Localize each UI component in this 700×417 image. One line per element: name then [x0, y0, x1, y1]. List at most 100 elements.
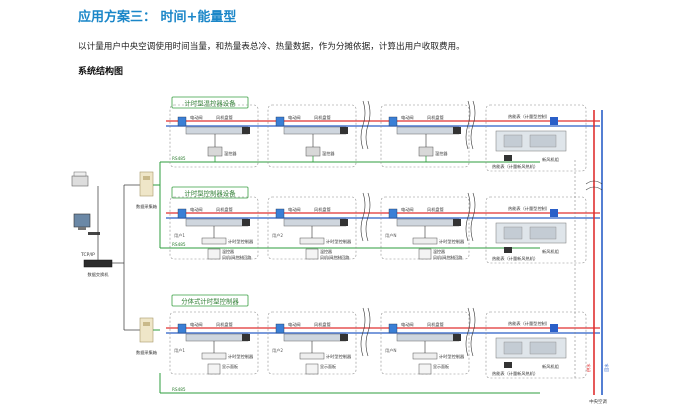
thermostat-fan-valve-label: 风机/阀控制回路 — [222, 254, 251, 260]
user-label: 用户2 — [272, 232, 283, 239]
description-text: 以计量用户中央空调使用时间当量，和热量表总冷、热量数据，作为分摊依据，计算出用户… — [78, 42, 465, 52]
rs485-label: RS485 — [172, 242, 186, 247]
fan-coil-label: 风机盘管 — [216, 114, 233, 121]
timer-controller-icon — [201, 237, 227, 245]
meter-main-label: 热能表（计量型控制） — [508, 205, 550, 212]
valve-label: 电动阀 — [401, 114, 414, 121]
rs485-label: RS485 — [172, 156, 186, 161]
meter-main-label: 热能表（计量型控制） — [508, 113, 550, 120]
fan-coil-unit-icon — [283, 126, 347, 135]
metering-zone-box — [485, 104, 587, 172]
user-label: 用户1 — [174, 347, 185, 354]
thermostat-label: 温控器 — [435, 150, 448, 157]
meter-main-label: 热能表（计量型控制） — [508, 320, 550, 327]
user-zone-box — [169, 196, 259, 260]
user-zone-box — [169, 311, 259, 375]
group-label: 计时型控制器设备 — [184, 189, 236, 198]
break-mark — [465, 307, 471, 357]
user-label: 用户N — [385, 347, 397, 354]
user-zone-box — [380, 196, 470, 260]
valve-label: 电动阀 — [190, 321, 203, 328]
valve-label: 电动阀 — [288, 206, 301, 213]
break-mark — [365, 100, 371, 150]
ahu-section-icon — [503, 134, 523, 148]
central-ac-label: 中央空调 — [589, 398, 607, 405]
timer-controller-label: 计时型控制器 — [326, 238, 352, 245]
thermostat-fan-valve-label: 风机/阀控制回路 — [320, 254, 349, 260]
ahu-section-icon — [529, 134, 557, 148]
fan-coil-unit-icon — [283, 218, 347, 227]
electric-valve-icon — [275, 323, 285, 334]
ahu-label: 新风机组 — [542, 248, 559, 255]
thermostat-icon — [418, 146, 434, 157]
valve-label: 电动阀 — [190, 114, 203, 121]
fan-coil-unit-icon — [396, 333, 460, 342]
fan-coil-label: 风机盘管 — [427, 206, 444, 213]
metering-zone-box — [485, 196, 587, 264]
electric-valve-icon — [177, 323, 187, 334]
break-mark — [365, 307, 371, 357]
user-zone-box — [169, 104, 259, 168]
panel-icon — [418, 363, 432, 375]
rs485-label: RS485 — [172, 387, 186, 392]
break-mark — [360, 192, 366, 242]
group-label: 计时型温控器设备 — [184, 99, 236, 108]
fan-coil-label: 风机盘管 — [314, 321, 331, 328]
meter-icon — [504, 362, 512, 368]
fan-coil-label: 风机盘管 — [427, 114, 444, 121]
group-label-box — [171, 294, 249, 307]
thermostat-label: 温控器 — [224, 150, 237, 157]
valve-label: 电动阀 — [190, 206, 203, 213]
break-mark — [465, 100, 471, 150]
collector-label: 数据采集箱 — [136, 203, 157, 210]
heat-meter-icon — [550, 209, 558, 217]
ahu-section-icon — [503, 341, 523, 355]
printer-tray-icon — [73, 171, 87, 177]
display-panel-label: 显示面板 — [222, 363, 238, 369]
meter-icon — [504, 247, 512, 253]
break-mark — [470, 100, 476, 150]
fan-coil-unit-icon — [283, 333, 347, 342]
fan-coil-unit-icon — [396, 218, 460, 227]
electric-valve-icon — [388, 208, 398, 219]
thermostat-fan-valve-label: 风机/阀控制回路 — [433, 254, 462, 260]
panel-icon — [305, 248, 319, 260]
user-zone-box — [380, 104, 470, 168]
thermostat-icon — [305, 146, 321, 157]
timer-controller-label: 计时型控制器 — [228, 353, 254, 360]
data-collector-box — [139, 171, 154, 197]
user-label: 用户1 — [174, 232, 185, 239]
fan-coil-end-icon — [242, 219, 250, 226]
user-label: 用户2 — [272, 347, 283, 354]
fan-coil-unit-icon — [185, 126, 249, 135]
ahu-label: 新风机组 — [542, 363, 559, 370]
panel-icon — [207, 363, 221, 375]
collector-display-icon — [143, 322, 150, 326]
metering-zone-box — [485, 311, 587, 379]
switch-label: 数据交换机 — [88, 271, 110, 278]
timer-controller-icon — [299, 237, 325, 245]
heat-meter-icon — [550, 324, 558, 332]
page-title: 应用方案三： 时间+能量型 — [78, 10, 237, 25]
fan-coil-label: 风机盘管 — [427, 321, 444, 328]
electric-valve-icon — [177, 208, 187, 219]
group-label: 分体式计时型控制器 — [181, 297, 239, 306]
panel-icon — [207, 248, 221, 260]
monitor-stand-icon — [78, 227, 86, 230]
meter-ahu-label: 热能表（计量新风热机） — [492, 163, 538, 170]
fan-coil-label: 风机盘管 — [314, 114, 331, 121]
user-zone-box — [380, 311, 470, 375]
supply-label: 供水 — [585, 363, 592, 372]
valve-label: 电动阀 — [401, 321, 414, 328]
thermostat-fan-valve-label: 温控器 — [222, 248, 234, 254]
timer-controller-icon — [299, 352, 325, 360]
electric-valve-icon — [388, 323, 398, 334]
printer-icon — [71, 175, 89, 187]
timer-controller-icon — [412, 352, 438, 360]
meter-ahu-label: 热能表（计量新风热机） — [492, 255, 538, 262]
timer-controller-label: 计时型控制器 — [228, 238, 254, 245]
timer-controller-label: 计时型控制器 — [439, 238, 465, 245]
fan-coil-label: 风机盘管 — [216, 206, 233, 213]
network-switch-icon — [83, 259, 113, 268]
